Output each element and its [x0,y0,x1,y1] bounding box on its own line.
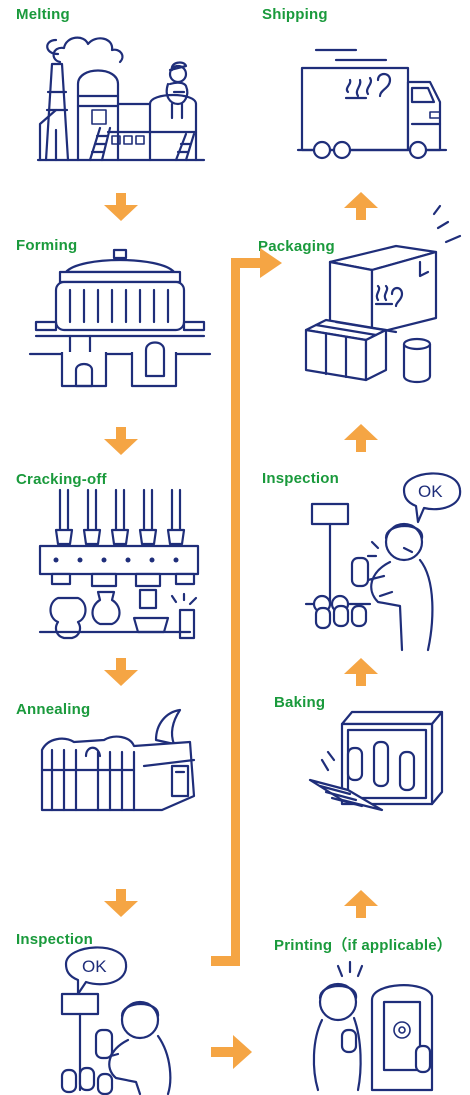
arrow-down-4 [104,889,138,917]
arrow-connector-long [211,248,282,966]
step-label-inspection-1: Inspection [16,931,94,948]
arrow-right-bottom [211,1035,252,1069]
arrow-down-2 [104,427,138,455]
step-label-baking: Baking [274,694,326,711]
arrow-up-1 [344,890,378,918]
arrow-down-1 [104,193,138,221]
arrow-up-2 [344,658,378,686]
step-label-printing: Printing（if applicable） [274,937,452,954]
arrow-up-3 [344,424,378,452]
step-label-melting: Melting [16,6,70,23]
arrow-down-3 [104,658,138,686]
step-label-packaging: Packaging [258,238,335,255]
ok-bubble-2: OK [418,482,443,501]
step-label-cracking-off: Cracking-off [16,471,107,488]
step-label-forming: Forming [16,237,78,254]
ok-bubble-1: OK [82,957,107,976]
arrow-up-4 [344,192,378,220]
step-label-annealing: Annealing [16,701,91,718]
step-label-inspection-2: Inspection [262,470,340,487]
step-label-shipping: Shipping [262,6,328,23]
